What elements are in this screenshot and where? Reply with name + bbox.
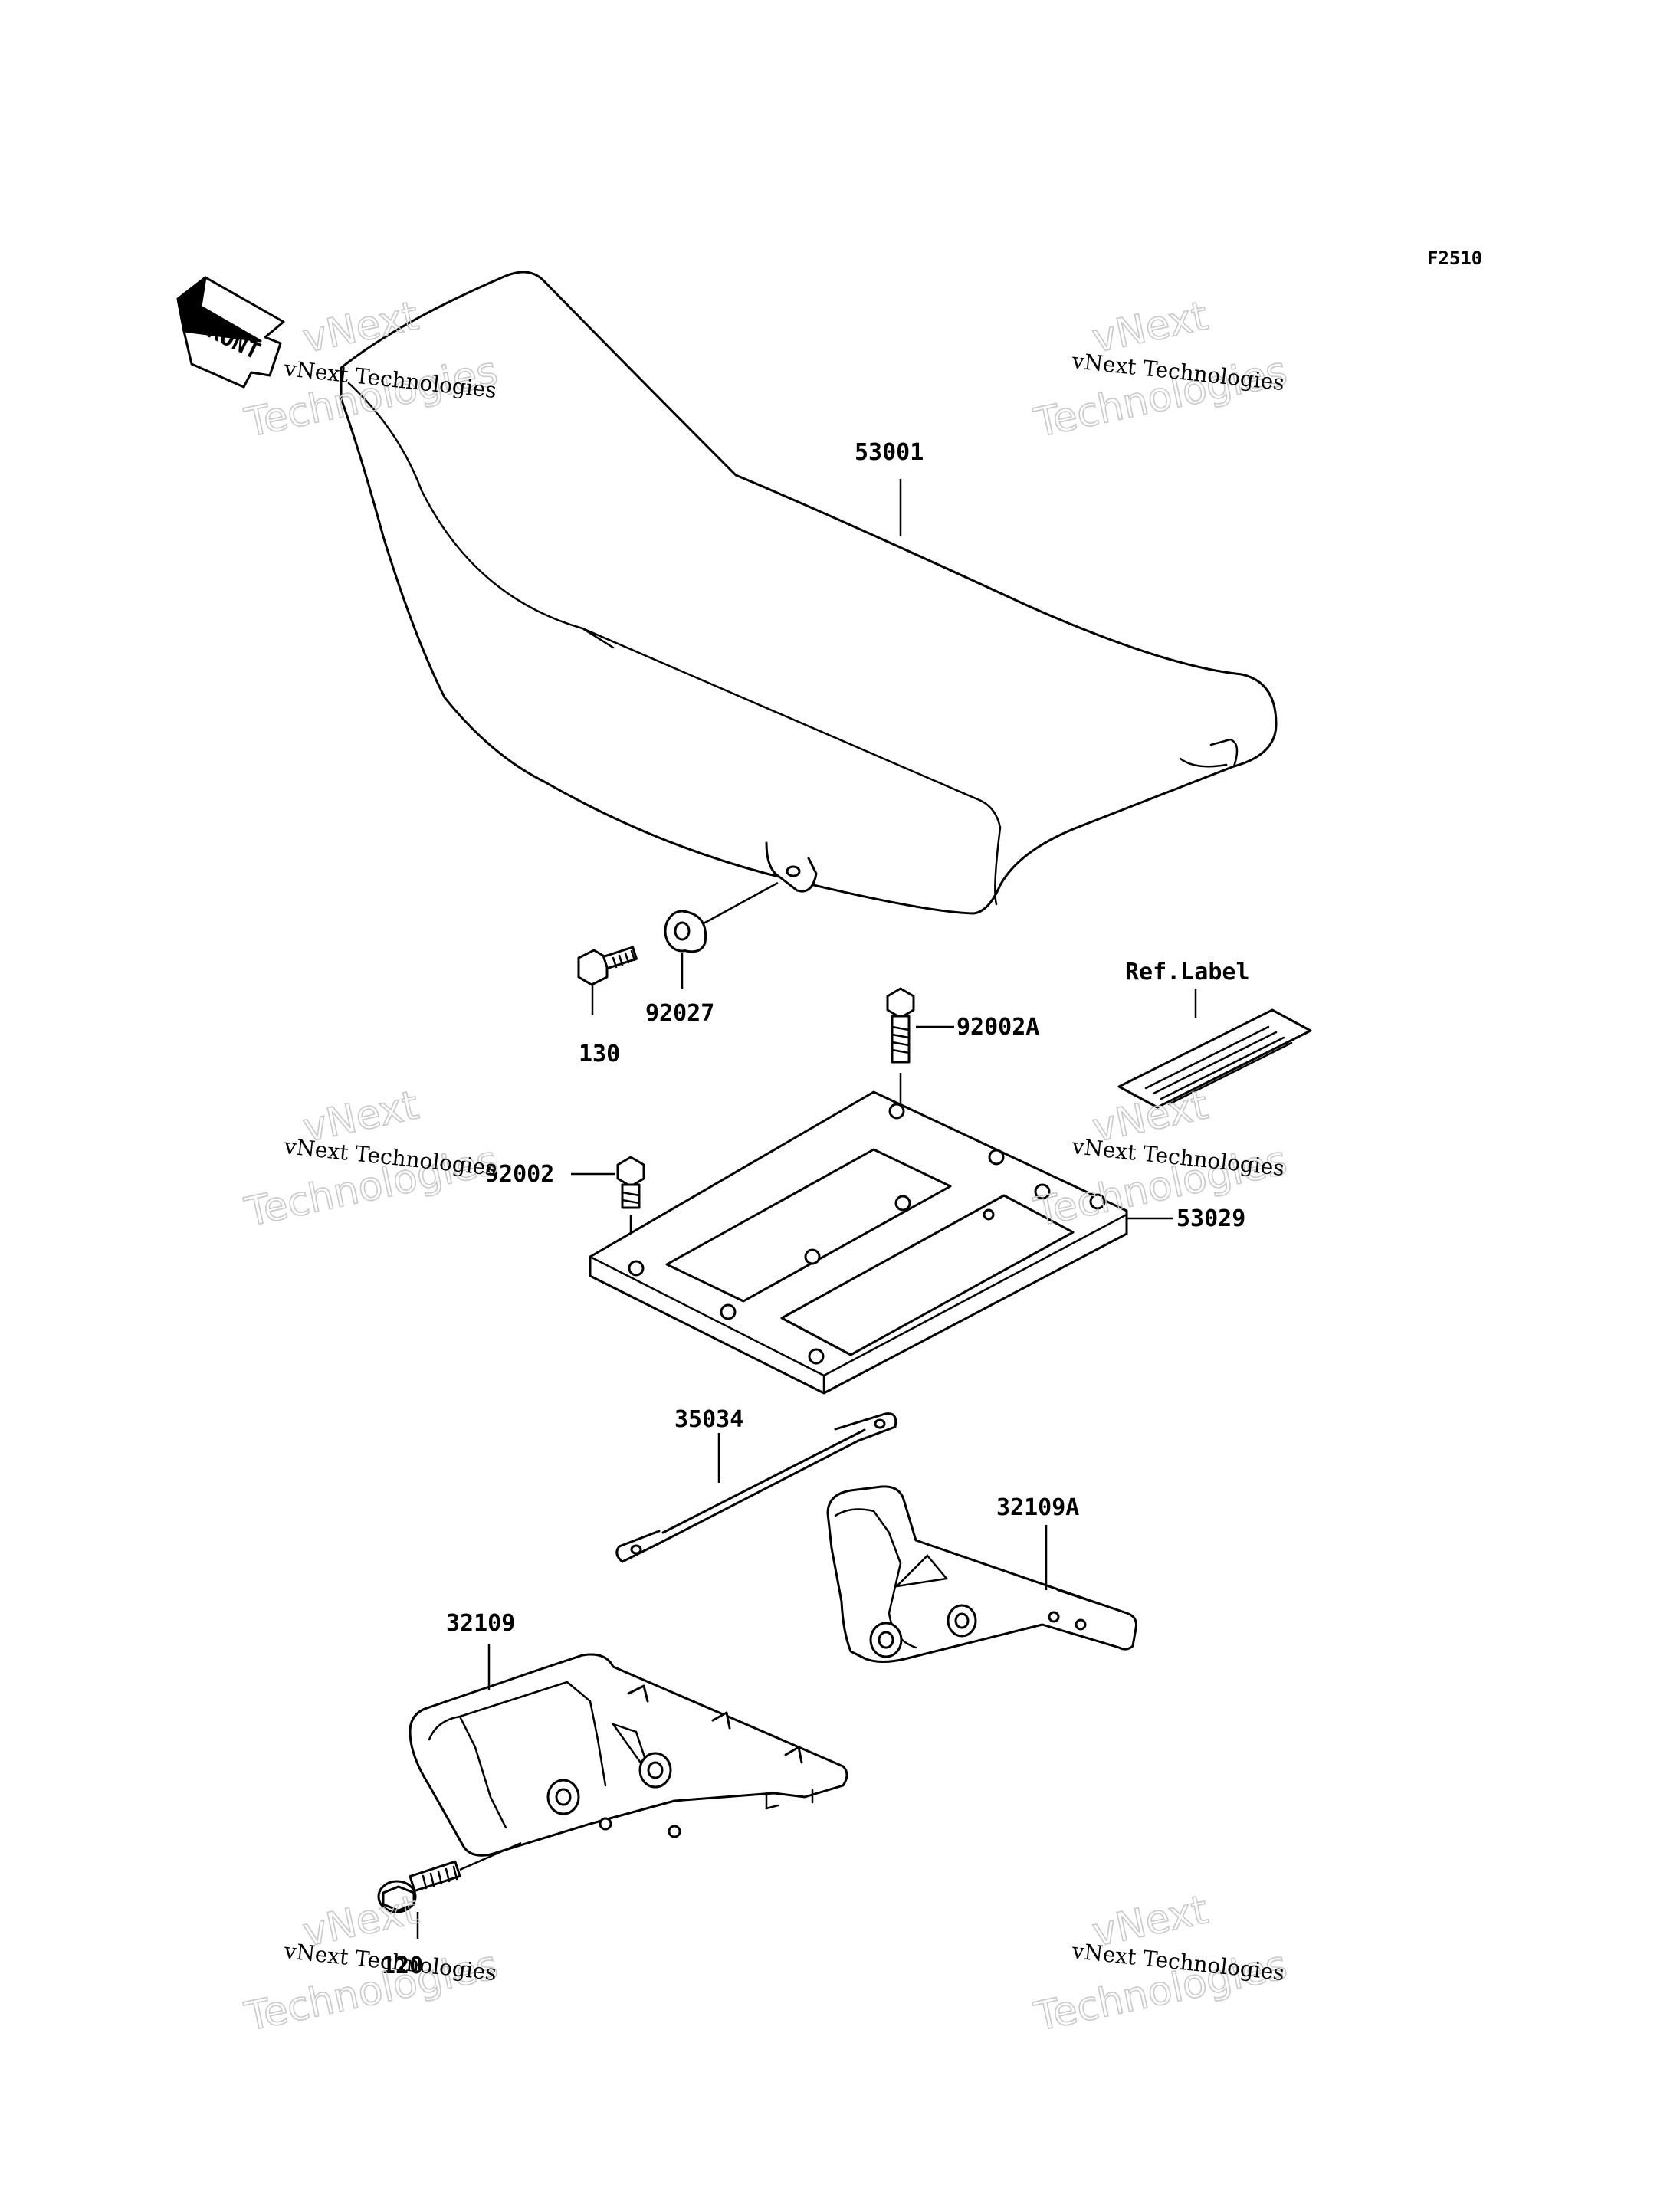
ref-label-text: Ref.Label [1125, 959, 1250, 985]
seat-collar-92027 [664, 910, 707, 953]
label-53029: 53029 [1176, 1205, 1245, 1232]
strap-35034 [615, 1412, 897, 1563]
label-32109A: 32109A [996, 1494, 1079, 1521]
label-92002A: 92002A [956, 1014, 1039, 1041]
bolt-92002A [886, 987, 915, 1064]
label-92027: 92027 [645, 1000, 714, 1027]
watermark-mid-right: vNext Technologies vNext Technologies [1029, 1082, 1291, 1237]
diagram-code: F2510 [1427, 248, 1482, 269]
label-32109: 32109 [446, 1610, 515, 1637]
leader-bolt-120-axis [459, 1841, 522, 1871]
seat-bolt-130 [577, 946, 638, 986]
label-53001: 53001 [855, 439, 924, 466]
seat-base-plate-53029 [589, 1090, 1128, 1395]
seat-53001 [340, 271, 1278, 915]
leader-seat-collar [703, 881, 779, 925]
label-35034: 35034 [674, 1406, 743, 1433]
bracket-32109A [826, 1485, 1137, 1663]
watermark-bottom-right: vNext Technologies vNext Technologies [1029, 1887, 1291, 2041]
bolt-92002 [616, 1156, 645, 1209]
ref-label-sticker [1117, 1008, 1312, 1109]
label-92002: 92002 [485, 1161, 554, 1188]
bolt-120 [377, 1860, 461, 1913]
front-arrow-icon: FRONT [176, 276, 285, 389]
watermark-top-right: vNext Technologies vNext Technologies [1029, 293, 1291, 448]
watermark-mid-left: vNext Technologies vNext Technologies [240, 1082, 502, 1237]
watermark-bottom-left: vNext Technologies vNext Technologies [240, 1887, 502, 2041]
label-120: 120 [382, 1953, 423, 1979]
label-130: 130 [579, 1041, 620, 1067]
bracket-32109 [409, 1653, 848, 1857]
